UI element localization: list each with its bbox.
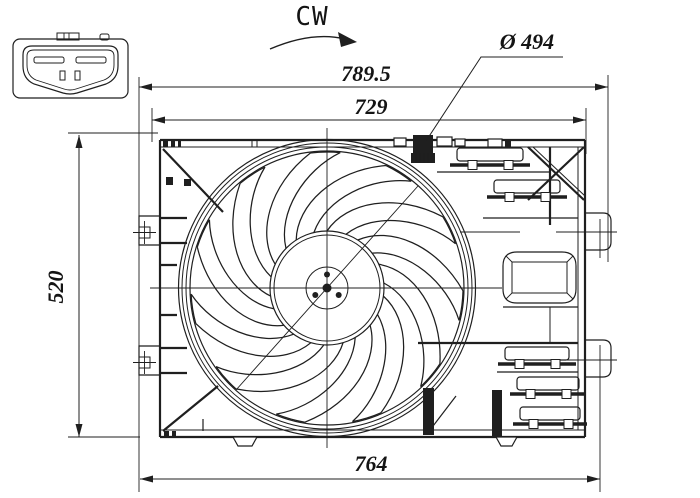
fan-blade	[295, 164, 412, 241]
fan-blade	[196, 219, 284, 327]
fan-blade	[351, 295, 405, 423]
cw-rotation-indicator: CW	[269, 2, 357, 50]
rail-bracket	[510, 376, 586, 399]
dim-overall-width-label: 789.5	[341, 61, 391, 86]
hub-center	[322, 283, 332, 293]
fan-blade	[190, 293, 312, 357]
plug-pin	[59, 70, 66, 81]
dim-mounting-width: 764	[140, 451, 600, 483]
plug-slot-left	[33, 56, 65, 64]
dim-shroud-width: 729	[152, 94, 586, 124]
fan-blades	[190, 151, 464, 423]
diameter-callout: Ø 494	[425, 29, 563, 142]
bottom-tab	[494, 436, 519, 447]
dim-height-label: 520	[43, 271, 68, 304]
plug-slot-right	[75, 56, 107, 64]
bottom-post	[423, 388, 434, 435]
fan-blade	[275, 325, 373, 423]
rail-bracket	[450, 147, 530, 170]
fan-blade	[357, 234, 464, 321]
fan-ring	[177, 138, 477, 438]
brace-top-left	[162, 148, 224, 213]
dim-height: 520	[43, 135, 83, 437]
bottom-tab	[231, 436, 259, 447]
cw-arrow-icon	[269, 32, 357, 50]
brace-bottom-left	[162, 385, 219, 432]
connector-plug	[12, 32, 129, 99]
fan-blade	[326, 202, 457, 245]
extension-lines	[68, 75, 609, 492]
fan-blade	[215, 342, 344, 393]
right-brackets	[450, 147, 587, 429]
brace-bottom-center	[429, 395, 457, 431]
fan-blade	[266, 151, 341, 265]
dim-overall-width: 789.5	[139, 61, 608, 91]
fan-blade	[378, 263, 441, 388]
left-mount-tabs	[133, 215, 187, 376]
fan-diameter-label: Ø 494	[499, 29, 554, 54]
rail-bracket	[487, 179, 567, 202]
fan-hub	[269, 230, 385, 346]
plug-pin	[74, 70, 81, 81]
mount-module	[502, 251, 577, 304]
rail-bracket	[513, 406, 587, 429]
brace-top-right-b	[527, 146, 585, 201]
rail-bracket	[498, 346, 576, 369]
dim-shroud-width-label: 729	[355, 94, 388, 119]
dim-mounting-width-label: 764	[355, 451, 388, 476]
fan-shroud-frame	[158, 135, 587, 447]
fan-blade	[232, 166, 272, 297]
bottom-post	[492, 390, 502, 437]
rotation-direction-label: CW	[295, 2, 328, 32]
motor-connector-block	[393, 135, 511, 163]
